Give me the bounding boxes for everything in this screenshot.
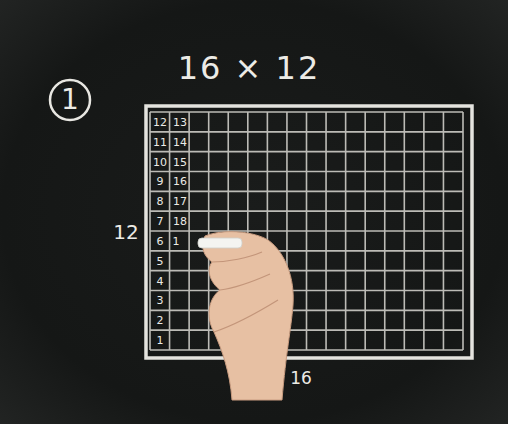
count-number: 16 bbox=[173, 176, 187, 187]
finger-creases bbox=[212, 252, 278, 332]
side-length: 16 bbox=[290, 370, 312, 387]
side-length: 12 bbox=[113, 222, 138, 242]
count-number: 1 bbox=[173, 235, 180, 246]
row-number: 4 bbox=[157, 275, 164, 286]
count-number: 18 bbox=[173, 216, 187, 227]
row-number: 1 bbox=[157, 335, 164, 346]
row-number: 5 bbox=[157, 255, 164, 266]
grid-lines bbox=[150, 112, 463, 350]
row-number: 9 bbox=[157, 176, 164, 187]
count-number: 17 bbox=[173, 196, 187, 207]
count-number: 14 bbox=[173, 136, 187, 147]
row-number: 2 bbox=[157, 315, 164, 326]
count-number: 13 bbox=[173, 116, 187, 127]
grid-border bbox=[146, 106, 472, 358]
chalk bbox=[198, 238, 242, 248]
hand-with-chalk bbox=[198, 232, 293, 400]
count-number: 15 bbox=[173, 156, 187, 167]
step-number: 1 bbox=[61, 86, 79, 114]
circle-stroke bbox=[50, 80, 90, 120]
circled-step-number: 1 bbox=[48, 78, 92, 122]
title-expression: 16 × 12 bbox=[178, 52, 321, 84]
row-number: 6 bbox=[157, 235, 164, 246]
row-number: 12 bbox=[153, 116, 167, 127]
row-number: 3 bbox=[157, 295, 164, 306]
row-number: 8 bbox=[157, 196, 164, 207]
hand bbox=[203, 232, 293, 400]
row-number: 7 bbox=[157, 216, 164, 227]
row-number: 10 bbox=[153, 156, 167, 167]
node-text-holder: 1 bbox=[61, 86, 79, 114]
row-number: 11 bbox=[153, 136, 167, 147]
